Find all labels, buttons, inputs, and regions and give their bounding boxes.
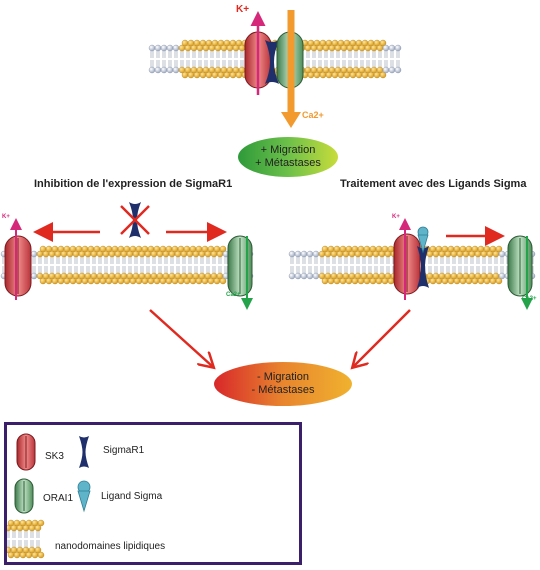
sk3-channel-right	[393, 233, 421, 295]
legend-ligand-icon	[77, 480, 91, 513]
legend-nano-label: nanodomaines lipidiques	[55, 541, 166, 552]
left-sigmar1-inhibited	[120, 202, 150, 238]
legend-sigmar1-icon	[79, 436, 89, 468]
legend-ligand-label: Ligand Sigma	[101, 491, 163, 502]
converging-arrow-left	[149, 309, 212, 366]
bottom-oval-line1: - Migration	[257, 371, 309, 383]
k-label-top: K+	[236, 4, 250, 15]
bottom-oval-line2: - Métastases	[251, 384, 315, 396]
membrane-top	[148, 39, 402, 79]
ligand-sigma-right	[417, 226, 429, 254]
membrane-left	[0, 245, 254, 285]
legend-orai1-label: ORAI1	[43, 493, 74, 504]
top-oval-line1: + Migration	[260, 144, 316, 156]
legend-nano-membrane	[4, 519, 45, 559]
legend-sigmar1-label: SigmaR1	[103, 445, 145, 456]
k-label-left: K+	[2, 214, 10, 220]
left-panel-title: Inhibition de l'expression de SigmaR1	[34, 178, 233, 190]
legend-nanodomain-icon	[4, 519, 45, 559]
k-label-right: K+	[392, 214, 400, 220]
orai1-channel-right	[507, 235, 533, 297]
top-outcome-oval	[238, 137, 338, 177]
bottom-outcome-oval	[214, 362, 352, 406]
legend-sk3-label: SK3	[45, 451, 64, 462]
ca-influx-arrow-top	[281, 10, 301, 128]
ca-label-left: Ca2+	[226, 292, 241, 298]
right-panel-title: Traitement avec des Ligands Sigma	[340, 178, 527, 190]
top-oval-line2: + Métastases	[255, 157, 321, 169]
top-panel	[244, 10, 304, 128]
sigmar1-right	[417, 246, 429, 288]
sk3-channel-left	[4, 235, 32, 297]
sigmar1-top	[265, 40, 279, 84]
ca-label-right: Ca2+	[522, 296, 537, 302]
legend: SK3 SigmaR1 ORAI1 Ligand Sigma nanodomai…	[4, 422, 302, 565]
top-oval-text: + Migration + Métastases	[238, 144, 338, 170]
converging-arrow-right	[354, 309, 411, 366]
ca-label-top: Ca2+	[302, 110, 324, 120]
orai1-channel-left	[227, 235, 253, 297]
legend-orai1-icon	[14, 478, 34, 514]
bottom-oval-text: - Migration - Métastases	[213, 371, 353, 397]
legend-sk3-icon	[16, 433, 36, 471]
